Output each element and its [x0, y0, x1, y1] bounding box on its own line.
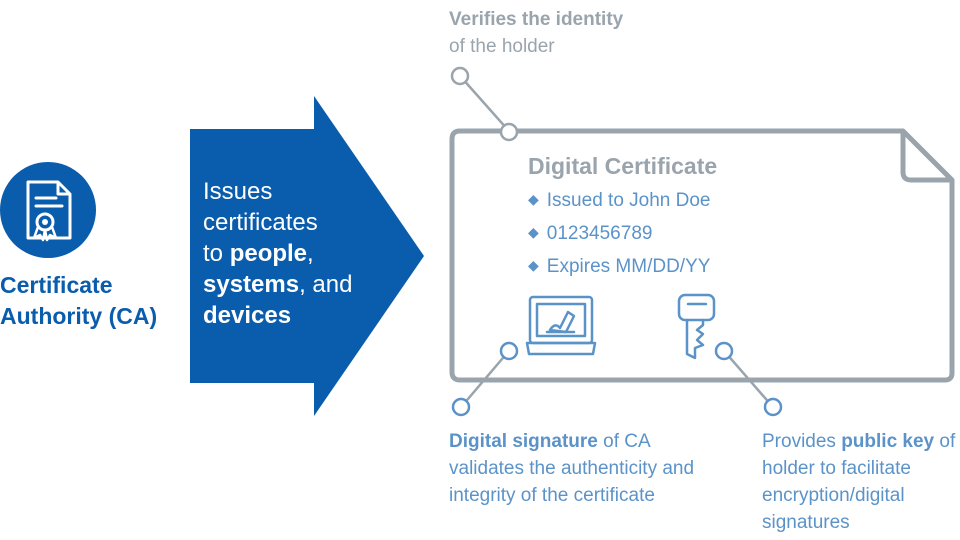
public-key-callout-bold: public key — [841, 431, 935, 452]
identity-callout: Verifies the identity of the holder — [449, 6, 709, 60]
public-key-callout-prefix: Provides — [762, 431, 842, 452]
diamond-bullet-icon: ◆ — [528, 257, 539, 273]
connector-key-start — [714, 341, 734, 361]
issuance-line3-suffix: , — [307, 240, 314, 267]
certificate-frame — [449, 128, 955, 383]
connector-signature-end — [451, 397, 471, 417]
identity-callout-rest: of the holder — [449, 36, 555, 57]
issuance-line4: systems, and — [203, 269, 403, 300]
connector-top-end — [499, 122, 519, 142]
issuance-line3: to people, — [203, 238, 403, 269]
certificate-bullet-text: 0123456789 — [546, 223, 653, 244]
key-icon — [677, 293, 716, 360]
signature-callout: Digital signature of CA validates the au… — [449, 428, 719, 509]
connector-key-end — [763, 397, 783, 417]
signature-callout-bold: Digital signature — [449, 431, 598, 452]
certificate-bullet-issued-to: ◆ Issued to John Doe — [528, 190, 711, 212]
certificate-fold — [900, 133, 950, 183]
certificate-bullet-serial: ◆ 0123456789 — [528, 223, 652, 245]
certificate-bullet-text: Expires MM/DD/YY — [546, 256, 711, 277]
diamond-bullet-icon: ◆ — [528, 224, 539, 240]
connector-top-start — [450, 66, 470, 86]
public-key-callout-rest: of holder to facilitate encryption/digit… — [762, 431, 956, 533]
connector-key — [724, 351, 773, 407]
certificate-title: Digital Certificate — [528, 153, 718, 179]
issuance-line5: devices — [203, 300, 403, 331]
laptop-signature-icon — [525, 295, 597, 356]
connector-signature-start — [499, 341, 519, 361]
connector-signature — [461, 351, 509, 407]
issuance-devices: devices — [203, 302, 292, 329]
issuance-line4-suffix: , and — [299, 271, 353, 298]
certificate-authority-icon — [0, 162, 96, 258]
ca-label-line1: Certificate — [0, 272, 113, 298]
public-key-callout: Provides public key of holder to facilit… — [762, 428, 960, 536]
certificate-document-icon — [26, 180, 72, 242]
identity-callout-bold: Verifies the identity — [449, 9, 624, 30]
issuance-line1: Issues — [203, 178, 273, 205]
certificate-bullet-expires: ◆ Expires MM/DD/YY — [528, 256, 710, 278]
certificate-bullet-text: Issued to John Doe — [546, 190, 711, 211]
issuance-line2: certificates — [203, 209, 318, 236]
issuance-arrow — [190, 96, 424, 416]
certificate-authority-label: Certificate Authority (CA) — [0, 270, 190, 332]
ca-label-line2: Authority (CA) — [0, 303, 158, 329]
signature-callout-rest: of CA validates the authenticity and int… — [449, 431, 695, 506]
issuance-people: people — [229, 240, 308, 267]
connector-top — [460, 76, 509, 131]
diamond-bullet-icon: ◆ — [528, 191, 539, 207]
issuance-text: Issues certificates to people, systems, … — [203, 176, 403, 331]
issuance-systems: systems — [203, 271, 300, 298]
issuance-line3-prefix: to — [203, 240, 230, 267]
